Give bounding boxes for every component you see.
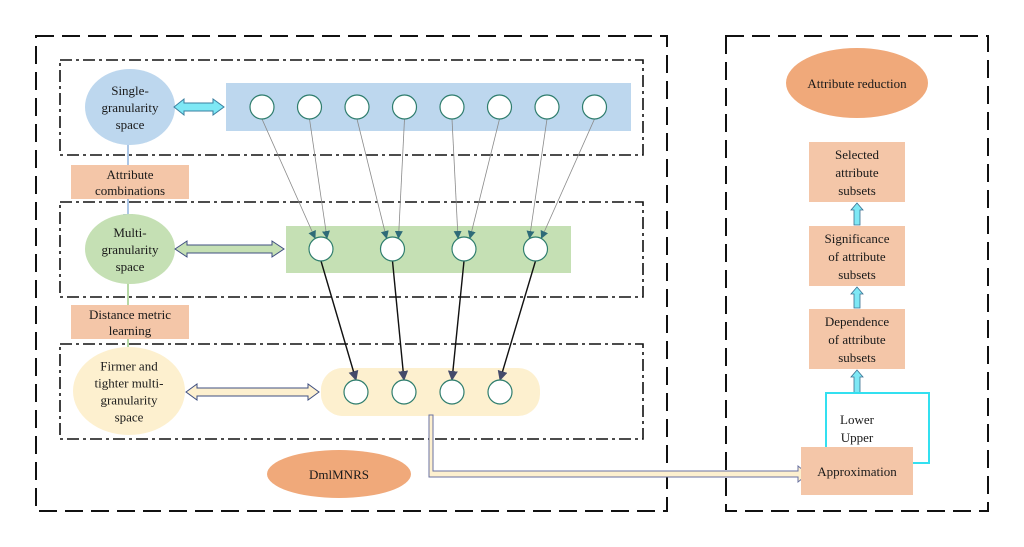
multi-ellipse-label-line: Multi- [113, 225, 146, 240]
step-box [71, 305, 189, 339]
step-box-label: combinations [95, 183, 165, 198]
edge-single-to-multi [394, 118, 405, 239]
single-granularity-ellipse [85, 69, 175, 145]
attribute-reduction-title: Attribute reduction [807, 76, 907, 91]
edge-single-to-multi [467, 118, 500, 239]
right-step-box-label: subsets [838, 267, 876, 282]
firm-ellipse-label-line: tighter multi- [95, 376, 164, 391]
firm-ellipse-label-line: granularity [100, 393, 158, 408]
edge-multi-to-firm [320, 260, 359, 381]
right-step-box-label: Dependence [825, 314, 889, 329]
right-step-box-label: Selected [835, 147, 880, 162]
single-granularity-node [296, 94, 323, 120]
right-step-box [809, 309, 905, 369]
approximation-box [801, 447, 913, 495]
dmlmnrs-title: DmlMNRS [309, 467, 369, 482]
firm-double-arrow [185, 383, 320, 401]
single-granularity-node [344, 94, 370, 120]
right-step-box-label: of attribute [828, 249, 886, 264]
single-granularity-node [439, 94, 465, 120]
right-step-box [809, 226, 905, 286]
single-granularity-node [391, 94, 418, 120]
multi-granularity-node [379, 236, 406, 262]
approx-upper-label: Upper [841, 430, 874, 445]
right-step-box-label: subsets [838, 183, 876, 198]
up-arrow [850, 202, 864, 226]
firm-granularity-node [439, 379, 465, 405]
step-box-label: learning [109, 323, 152, 338]
single-granularity-node [581, 94, 608, 120]
edge-single-to-multi [526, 118, 548, 239]
edge-single-to-multi [540, 118, 595, 239]
multi-granularity-node [308, 236, 334, 262]
edge-multi-to-firm [391, 260, 409, 381]
single-ellipse-label-line: granularity [101, 100, 159, 115]
right-panel-frame [725, 35, 989, 512]
approximation-bracket [825, 392, 930, 464]
edge-single-to-multi [451, 118, 462, 239]
multi-granularity-ellipse [85, 214, 175, 284]
single-granularity-node [486, 94, 513, 120]
to-approximation-arrow [428, 414, 809, 484]
right-step-box [809, 142, 905, 202]
up-arrow [850, 286, 864, 309]
multi-double-arrow [174, 240, 285, 258]
approximation-label: Approximation [817, 464, 897, 479]
multi-ellipse-label-line: granularity [101, 242, 159, 257]
single-granularity-node [249, 94, 275, 120]
single-granularity-node [534, 94, 560, 120]
step-box-label: Distance metric [89, 307, 171, 322]
multi-granularity-node [522, 236, 549, 262]
right-step-box-label: subsets [838, 350, 876, 365]
right-step-box-label: attribute [835, 165, 879, 180]
firm-granularity-node [343, 379, 369, 405]
attribute-reduction-ellipse [786, 48, 928, 118]
step-box [71, 165, 189, 199]
edge-single-to-multi [261, 118, 316, 239]
firm-granularity-node [487, 379, 513, 405]
step-box-label: Attribute [107, 167, 154, 182]
right-step-box-label: of attribute [828, 332, 886, 347]
single-ellipse-label-line: Single- [111, 83, 149, 98]
firm-node-band-ext [321, 368, 540, 416]
single-double-arrow [173, 97, 225, 117]
edge-single-to-multi [356, 118, 389, 239]
approx-lower-label: Lower [840, 412, 875, 427]
single-ellipse-label-line: space [116, 117, 145, 132]
multi-row-frame [59, 201, 644, 298]
firm-granularity-node [391, 379, 417, 405]
firm-ellipse-label-line: Firmer and [100, 359, 158, 374]
edge-multi-to-firm [497, 260, 537, 381]
dmlmnrs-ellipse [267, 450, 411, 498]
firm-row-frame [59, 343, 644, 440]
edge-single-to-multi [309, 118, 330, 239]
firm-granularity-ellipse [73, 347, 185, 435]
single-node-band [226, 83, 631, 131]
edge-multi-to-firm [447, 260, 465, 381]
firm-ellipse-label-line: space [115, 410, 144, 425]
left-panel-frame [35, 35, 668, 512]
multi-ellipse-label-line: space [116, 259, 145, 274]
multi-granularity-node [451, 236, 477, 262]
right-step-box-label: Significance [825, 231, 890, 246]
up-arrow [850, 369, 864, 394]
single-row-frame [59, 59, 644, 156]
